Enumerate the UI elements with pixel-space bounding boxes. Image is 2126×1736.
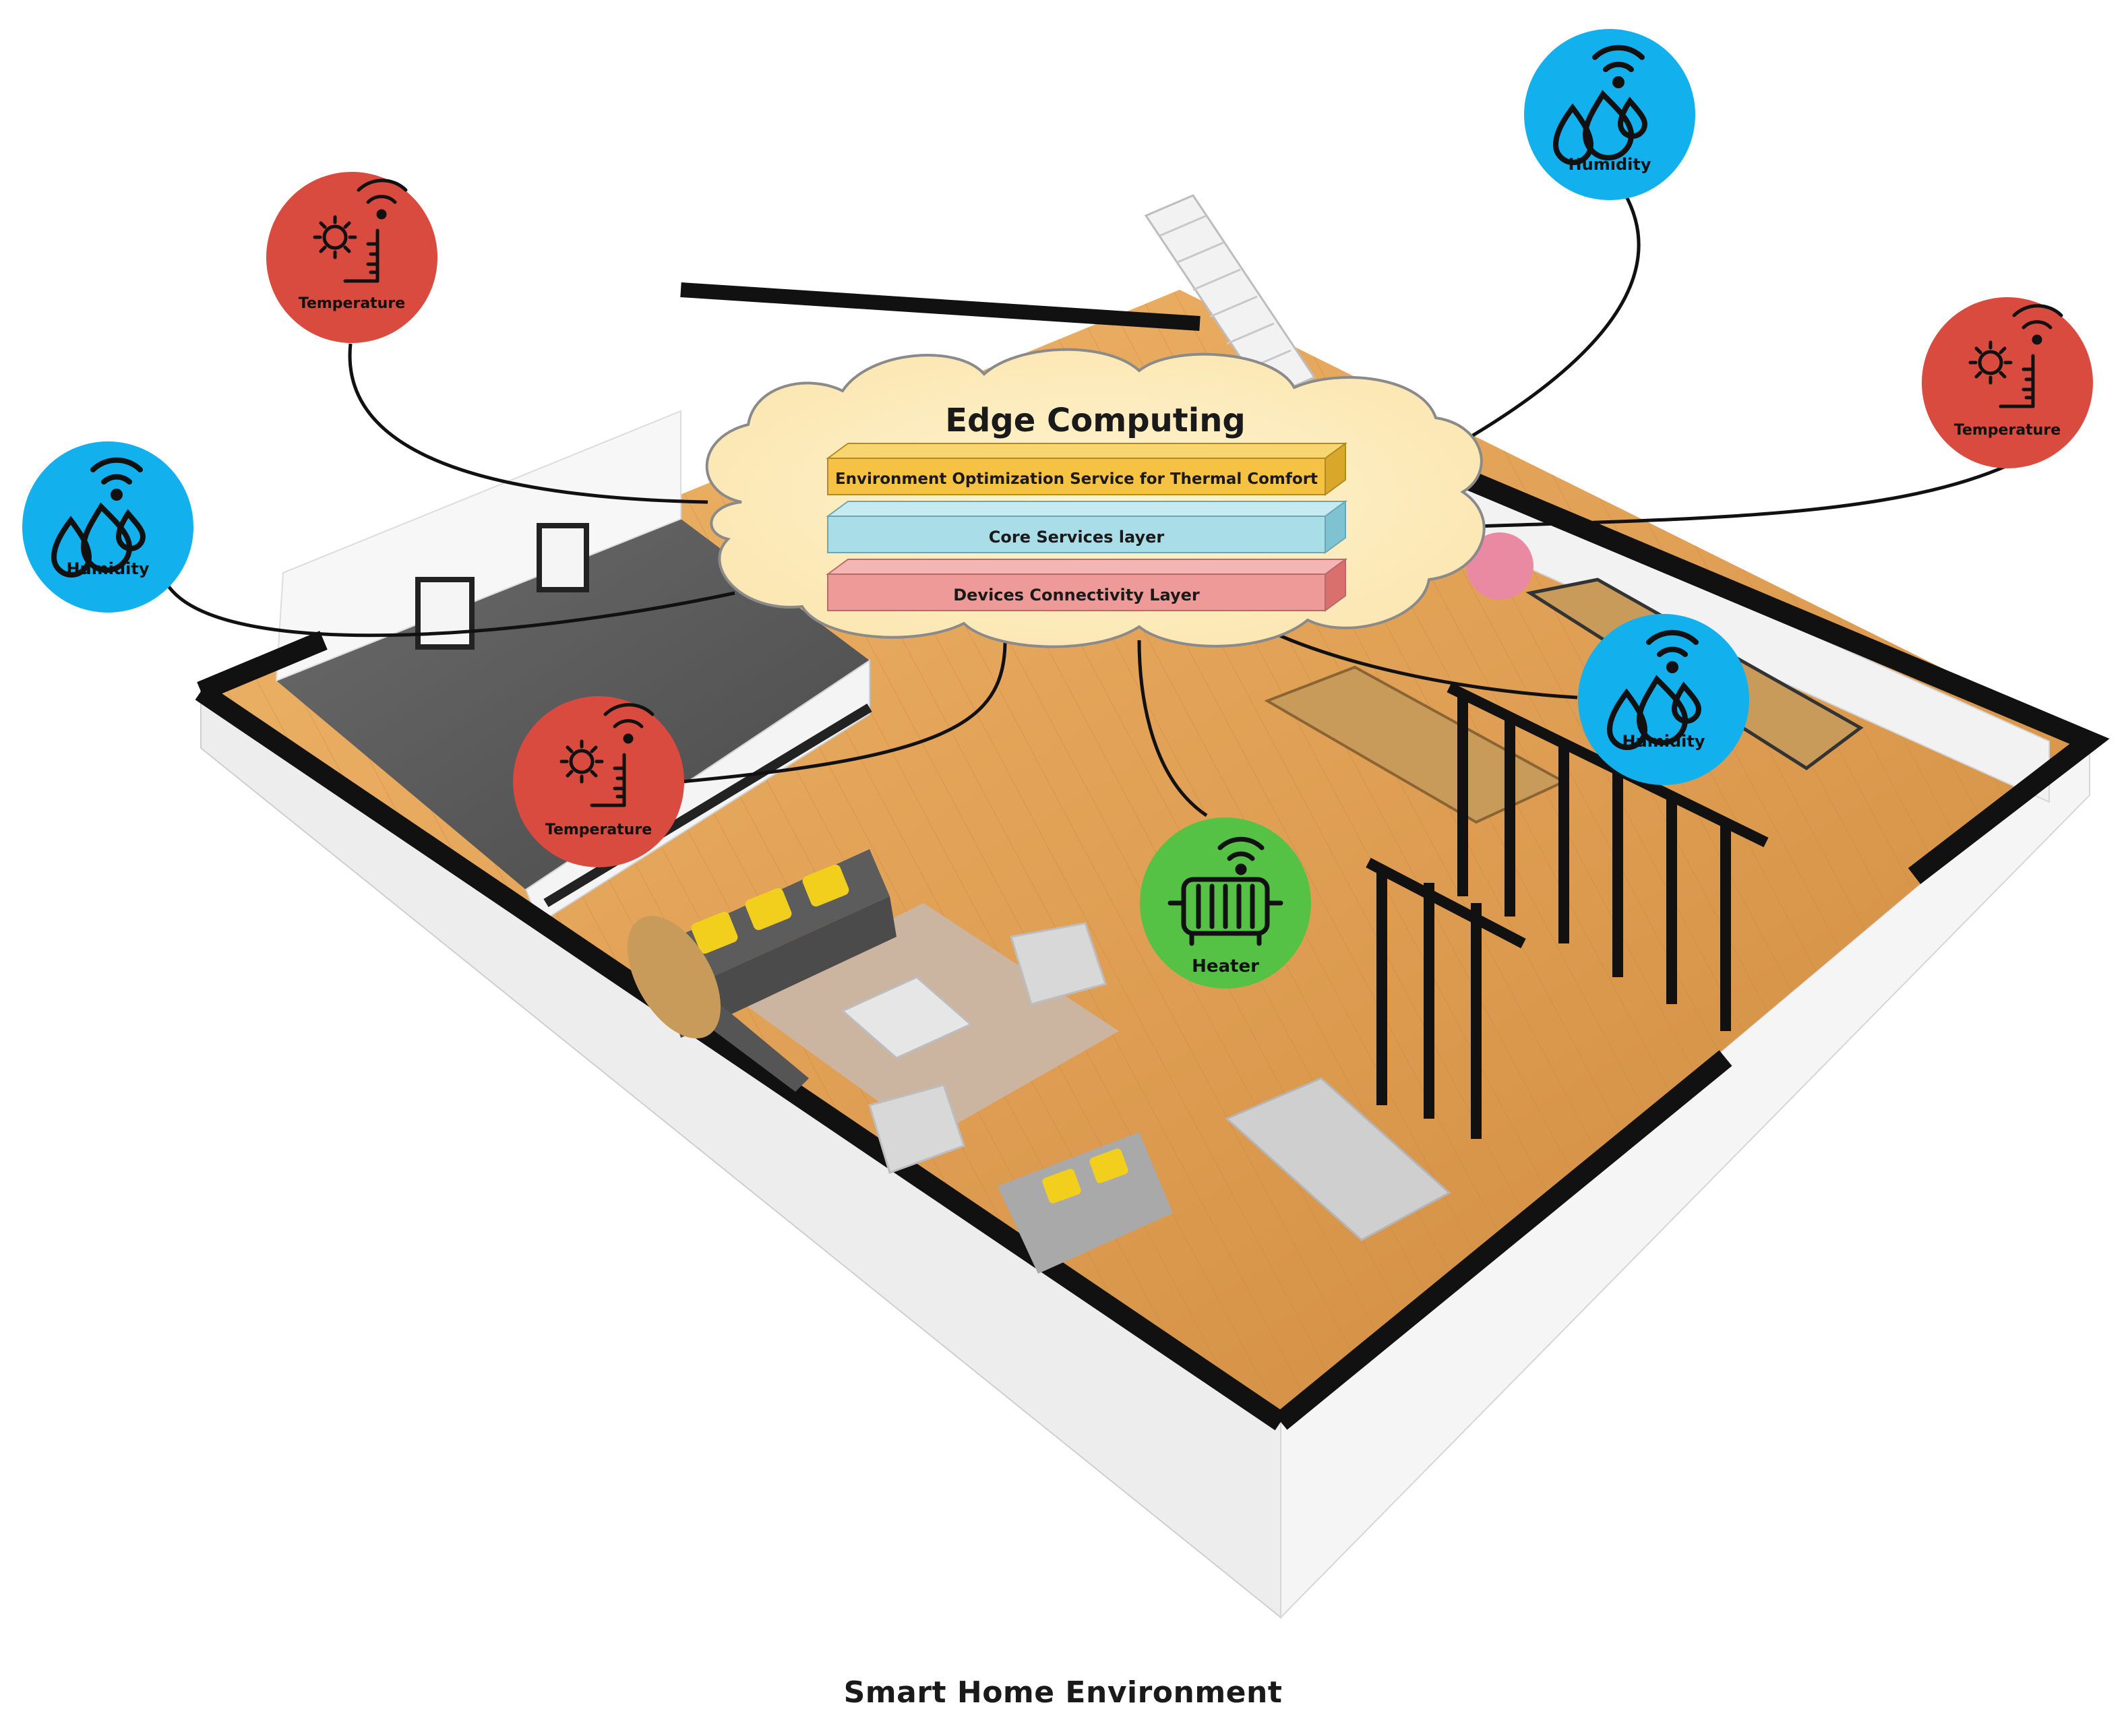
layer-devices-connectivity: Devices Connectivity Layer (825, 558, 1348, 612)
sensor-temperature-top-left[interactable]: Temperature (266, 172, 437, 343)
sun-thermometer-wifi-icon (559, 703, 655, 807)
layer-3-label: Devices Connectivity Layer (953, 586, 1200, 604)
cable-temperature-right (1455, 463, 2010, 529)
outer-wall-top-right (1445, 462, 2110, 884)
layer-3-top (825, 559, 1348, 575)
badge-circle (1922, 297, 2093, 468)
loveseat (998, 1132, 1173, 1274)
layer-core-services: Core Services layer (825, 500, 1348, 554)
cable-humidity-top-right (1461, 164, 1641, 443)
cable-temperature-top-left (348, 343, 708, 504)
layer-1-front (827, 458, 1326, 495)
badge-circle (513, 696, 684, 867)
cable-heater-center (1137, 640, 1208, 817)
sun-thermometer-wifi-icon (313, 179, 408, 283)
outer-wall-top-front-left (195, 683, 1287, 1431)
armchair-1 (1010, 922, 1107, 1005)
layer-3-front (827, 574, 1326, 611)
decor-tree (1466, 532, 1533, 600)
layer-1-label: Environment Optimization Service for The… (835, 470, 1318, 488)
sensor-label: Humidity (1622, 732, 1705, 751)
layer-2-label: Core Services layer (989, 528, 1165, 547)
sensor-humidity-center-right[interactable]: Humidity (1578, 614, 1749, 785)
sensor-label: Temperature (1954, 422, 2061, 439)
badge-circle (266, 172, 437, 343)
layer-2-front (827, 516, 1326, 553)
badge-circle (1524, 29, 1695, 200)
edge-computing-title: Edge Computing (945, 402, 1245, 439)
cable-humidity-left (166, 585, 735, 638)
pillar-2 (537, 523, 589, 592)
house-floor-plan (195, 194, 2110, 1619)
diagram-caption: Smart Home Environment (843, 1675, 1283, 1710)
radiator-wifi-icon (1167, 836, 1283, 946)
layer-1-top (825, 443, 1348, 459)
sensor-label: Heater (1192, 956, 1259, 976)
badge-circle (1578, 614, 1749, 785)
armchair-2 (868, 1084, 965, 1174)
sun-thermometer-wifi-icon (1968, 304, 2063, 408)
water-drops-wifi-icon (1606, 629, 1702, 750)
sensor-heater-center[interactable]: Heater (1140, 817, 1311, 989)
sensor-label: Humidity (1569, 155, 1651, 174)
side-table (627, 916, 721, 1038)
outer-wall-top-front-right (1274, 1050, 1732, 1430)
layer-environment-optimization: Environment Optimization Service for The… (825, 442, 1348, 496)
water-drops-wifi-icon (51, 457, 146, 578)
badge-circle (22, 441, 193, 613)
glass-partition-grille (1366, 682, 1769, 1139)
edge-computing-cloud: Edge Computing Environment Optimization … (705, 348, 1486, 648)
sensor-label: Temperature (545, 822, 652, 838)
sensor-label: Humidity (67, 559, 150, 578)
sensor-temperature-center-left[interactable]: Temperature (513, 696, 684, 867)
water-drops-wifi-icon (1552, 44, 1648, 165)
sensor-humidity-top-right[interactable]: Humidity (1524, 29, 1695, 200)
sensor-label: Temperature (299, 295, 405, 312)
outer-wall-top-left (197, 631, 328, 701)
sofa-right (1225, 1077, 1451, 1241)
cable-temperature-center-left (680, 619, 1007, 784)
interior-wall-living (543, 704, 872, 907)
coffee-table (841, 976, 973, 1059)
sensor-humidity-left[interactable]: Humidity (22, 441, 193, 613)
sensor-temperature-right[interactable]: Temperature (1922, 297, 2093, 468)
pillar-1 (415, 577, 475, 650)
outer-wall-top-back (680, 282, 1201, 331)
layer-2-top (825, 501, 1348, 517)
